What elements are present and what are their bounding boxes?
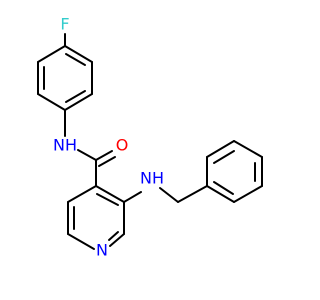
bond-ring2-inner-2 <box>108 231 119 241</box>
bond-ring1-inner-3 <box>65 53 86 66</box>
atom-amide-nh: NH <box>53 136 77 155</box>
bonds <box>37 33 263 250</box>
atom-benzylamine-nh: NH <box>140 169 164 188</box>
bond-ring2-4 <box>109 233 125 247</box>
bond-ring1-4 <box>64 93 93 111</box>
bond-co-o-1 <box>95 150 113 161</box>
bond-ring1-3 <box>37 93 66 111</box>
bond-nh-co <box>77 149 97 161</box>
bond-ring2-6 <box>95 185 125 203</box>
bond-py-nh <box>123 191 142 203</box>
atom-pyridine-n: N <box>96 241 108 260</box>
bond-ring3-inner-3 <box>213 181 234 195</box>
bond-ring3-2 <box>206 140 235 158</box>
atom-labels: F NH O NH N <box>53 15 164 260</box>
bond-ring2-inner-3 <box>96 193 119 206</box>
bond-ring3-3 <box>233 140 263 158</box>
bond-ring3-5 <box>233 185 263 203</box>
bond-ring3-inner-1 <box>213 150 235 164</box>
bond-ring1-1 <box>37 45 66 63</box>
atom-fluorine: F <box>60 15 69 34</box>
bond-ch2-ph <box>177 185 208 203</box>
bond-ring2-3 <box>67 233 95 250</box>
bond-ring1-inner-2 <box>65 90 86 103</box>
atom-oxygen: O <box>116 136 129 155</box>
molecule-structure: F NH O NH N <box>37 15 263 260</box>
bond-ring3-6 <box>206 185 235 203</box>
bond-co-o-2 <box>98 156 116 167</box>
bond-ring2-1 <box>67 185 97 203</box>
bond-ring1-6 <box>64 45 93 63</box>
bond-nh-ch2 <box>159 187 179 203</box>
